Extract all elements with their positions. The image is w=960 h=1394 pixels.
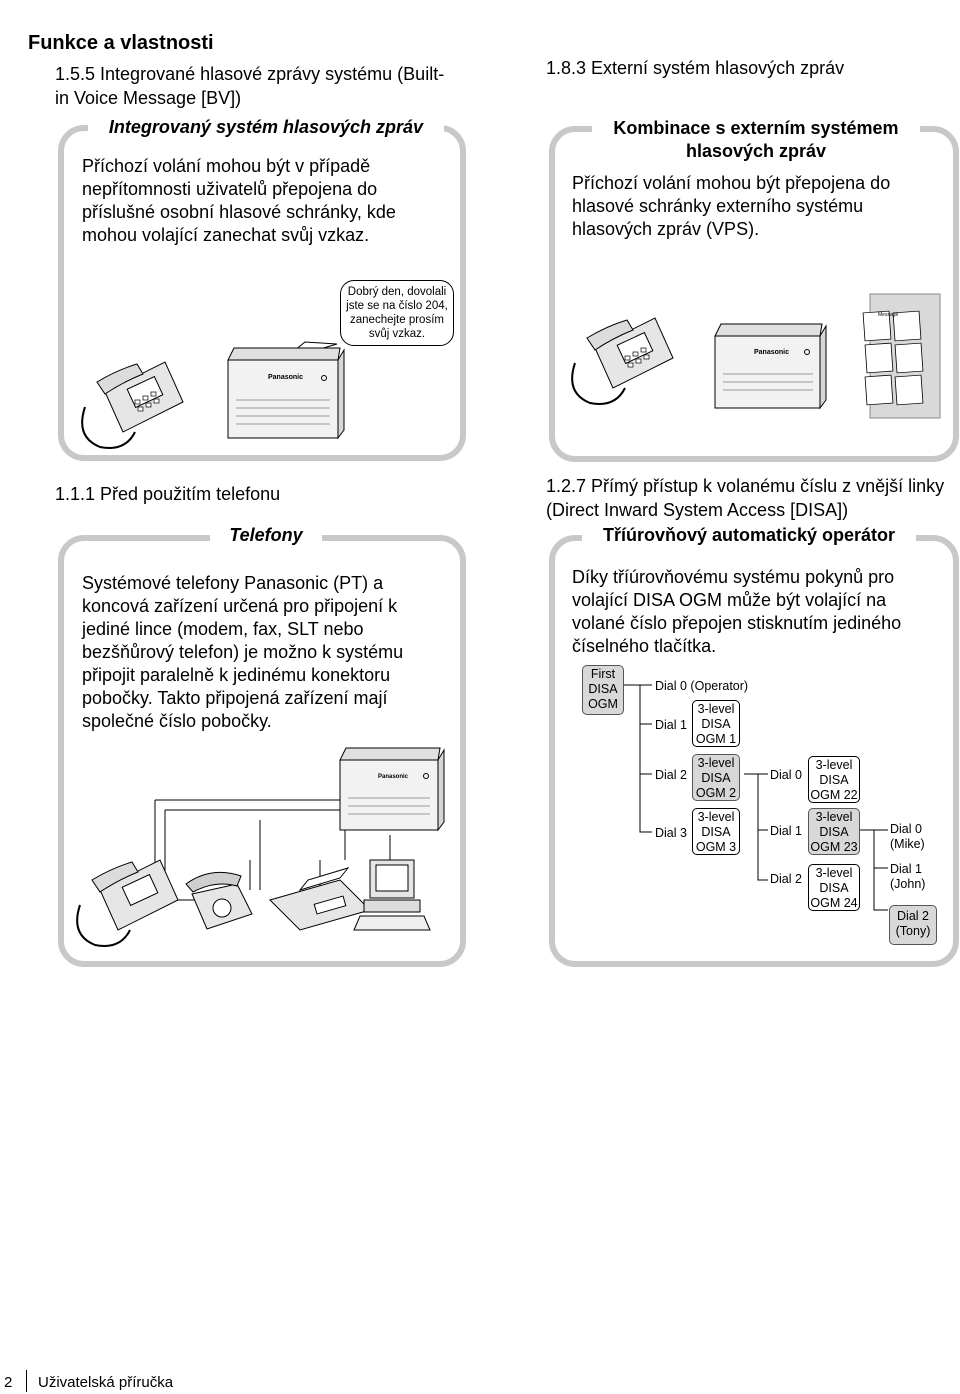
sub-dial-0-label: Dial 0 [770,768,802,782]
vps-illustration [571,293,941,419]
vps-panel-title: Kombinace s externím systémem hlasových … [592,117,920,163]
ogm-23-box: 3-level DISA OGM 23 [808,808,860,855]
phones-section-title: 1.1.1 Před použitím telefonu [55,484,281,504]
sub-dial-1-label: Dial 1 [770,824,802,838]
vps-pbx-brand: Panasonic [754,349,790,356]
dial-2-label: Dial 2 [655,768,687,782]
phones-body: Systémové telefony Panasonic (PT) a konc… [82,573,404,731]
dial-1-john: Dial 1 (John) [890,862,926,891]
dial-0-mike: Dial 0 (Mike) [890,822,925,851]
ogm-24-box: 3-level DISA OGM 24 [808,864,860,911]
computer-icon [353,859,431,931]
voice-message-bubble: Dobrý den, dovolali jste se na číslo 204… [340,280,454,346]
phones-illustration [76,747,445,947]
phones-panel-title: Telefony [210,524,322,547]
bv-body: Příchozí volání mohou být v případě nepř… [82,156,396,245]
bv-illustration [81,341,345,449]
footer-title: Uživatelská příručka [38,1374,174,1391]
bv-section-title: 1.5.5 Integrované hlasové zprávy systému… [55,64,445,108]
telephone-icon [571,317,674,405]
page-header: Funkce a vlastnosti [28,32,214,54]
dial-3-label: Dial 3 [655,826,687,840]
dial-2-tony-box: Dial 2 (Tony) [889,905,937,945]
vps-section-title: 1.8.3 Externí systém hlasových zpráv [546,58,845,78]
telephone-icon [81,361,184,449]
ogm-22-box: 3-level DISA OGM 22 [808,756,860,803]
sub-dial-2-label: Dial 2 [770,872,802,886]
ogm-1-box: 3-level DISA OGM 1 [692,700,740,747]
footer-page-number: 2 [4,1374,13,1391]
vps-body: Příchozí volání mohou být přepojena do h… [572,173,891,239]
bv-pbx-brand: Panasonic [268,374,304,381]
bv-panel-title: Integrovaný systém hlasových zpráv [88,116,444,139]
dial-1-label: Dial 1 [655,718,687,732]
disa-tree-lines [622,684,888,911]
phones-pbx-brand: Panasonic [378,774,409,780]
vps-message-label: Message [878,312,899,318]
first-disa-ogm-box: First DISA OGM [582,665,624,715]
disa-body: Díky tříúrovňovému systému pokynů pro vo… [572,567,902,656]
ogm-3-box: 3-level DISA OGM 3 [692,808,740,855]
dial-0-operator: Dial 0 (Operator) [655,679,749,693]
telephone-icon [76,859,179,947]
analog-phone-icon [185,871,253,930]
disa-section-title: 1.2.7 Přímý přístup k volanému číslu z v… [546,476,945,520]
pbx-unit-icon [227,347,345,440]
pbx-unit-icon [714,323,827,410]
pbx-unit-icon [339,747,445,832]
disa-panel-title: Tříúrovňový automatický operátor [582,524,916,547]
footer-divider [26,1370,27,1392]
voice-mail-system-icon [862,293,941,419]
fax-icon [269,867,371,931]
ogm-2-box: 3-level DISA OGM 2 [692,754,740,801]
